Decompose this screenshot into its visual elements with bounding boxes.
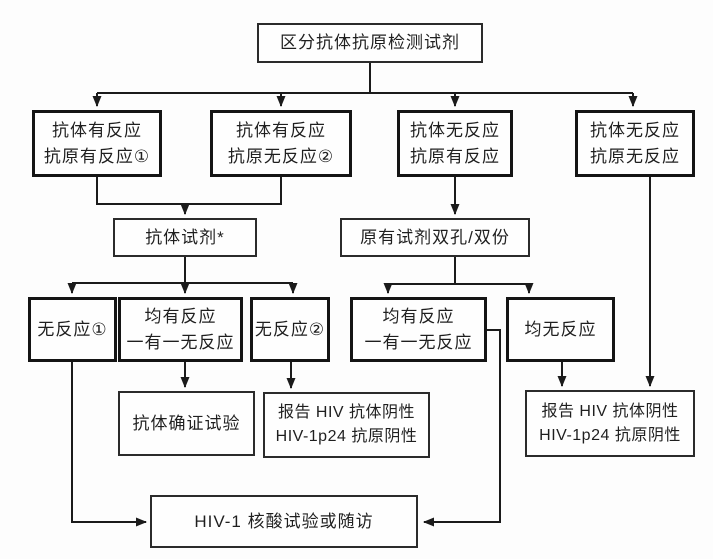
- node-antibody-reagent: 抗体试剂*: [113, 218, 257, 257]
- node-label: 无反应①: [37, 319, 108, 339]
- node-label: 抗体试剂*: [145, 227, 225, 247]
- node-ab-nonreactive-ag-reactive: 抗体无反应 抗原有反应: [397, 110, 513, 177]
- node-ab-reactive-ag-reactive: 抗体有反应 抗原有反应①: [32, 110, 162, 177]
- node-report-hiv-negative-left: 报告 HIV 抗体阴性 HIV-1p24 抗原阴性: [263, 392, 430, 458]
- node-label: 抗原无反应: [590, 146, 680, 166]
- node-label: 一有一无反应: [364, 332, 473, 352]
- node-label: 无反应②: [254, 319, 326, 339]
- node-ab-reactive-ag-nonreactive: 抗体有反应 抗原无反应②: [210, 110, 352, 177]
- node-label: 均有反应: [382, 307, 455, 326]
- node-label: 区分抗体抗原检测试剂: [280, 33, 460, 53]
- node-label: HIV-1p24 抗原阴性: [275, 428, 418, 445]
- node-both-reactive-or-mixed-left: 均有反应 一有一无反应: [118, 297, 243, 362]
- node-label: HIV-1 核酸试验或随访: [194, 511, 374, 531]
- node-label: 均有反应: [144, 307, 217, 326]
- node-label: 抗原无反应②: [227, 146, 335, 166]
- node-ab-nonreactive-ag-nonreactive: 抗体无反应 抗原无反应: [575, 110, 695, 177]
- node-label: 均无反应: [524, 319, 597, 339]
- node-both-nonreactive: 均无反应: [506, 297, 615, 362]
- node-label: HIV-1p24 抗原阴性: [539, 426, 681, 444]
- node-hiv1-nat-or-followup: HIV-1 核酸试验或随访: [150, 495, 418, 548]
- node-label: 抗原有反应①: [43, 146, 151, 166]
- node-label: 报告 HIV 抗体阴性: [541, 402, 679, 420]
- node-label: 抗体无反应: [410, 121, 500, 140]
- node-label: 抗原有反应: [410, 146, 500, 166]
- node-both-reactive-or-mixed-right: 均有反应 一有一无反应: [350, 297, 487, 362]
- node-nonreactive-2: 无反应②: [250, 297, 330, 362]
- node-original-reagent-duplicate: 原有试剂双孔/双份: [340, 218, 530, 257]
- node-label: 原有试剂双孔/双份: [360, 227, 510, 247]
- node-report-hiv-negative-right: 报告 HIV 抗体阴性 HIV-1p24 抗原阴性: [525, 390, 695, 457]
- node-label: 抗体有反应: [52, 121, 142, 140]
- node-label: 一有一无反应: [126, 332, 235, 352]
- node-label: 抗体有反应: [236, 121, 326, 140]
- node-label: 报告 HIV 抗体阴性: [277, 404, 416, 421]
- node-nonreactive-1: 无反应①: [28, 297, 117, 362]
- node-label: 抗体确证试验: [132, 413, 241, 433]
- node-antibody-confirmation-test: 抗体确证试验: [118, 391, 255, 456]
- node-label: 抗体无反应: [590, 121, 680, 140]
- node-assay-distinguish-root: 区分抗体抗原检测试剂: [257, 23, 483, 63]
